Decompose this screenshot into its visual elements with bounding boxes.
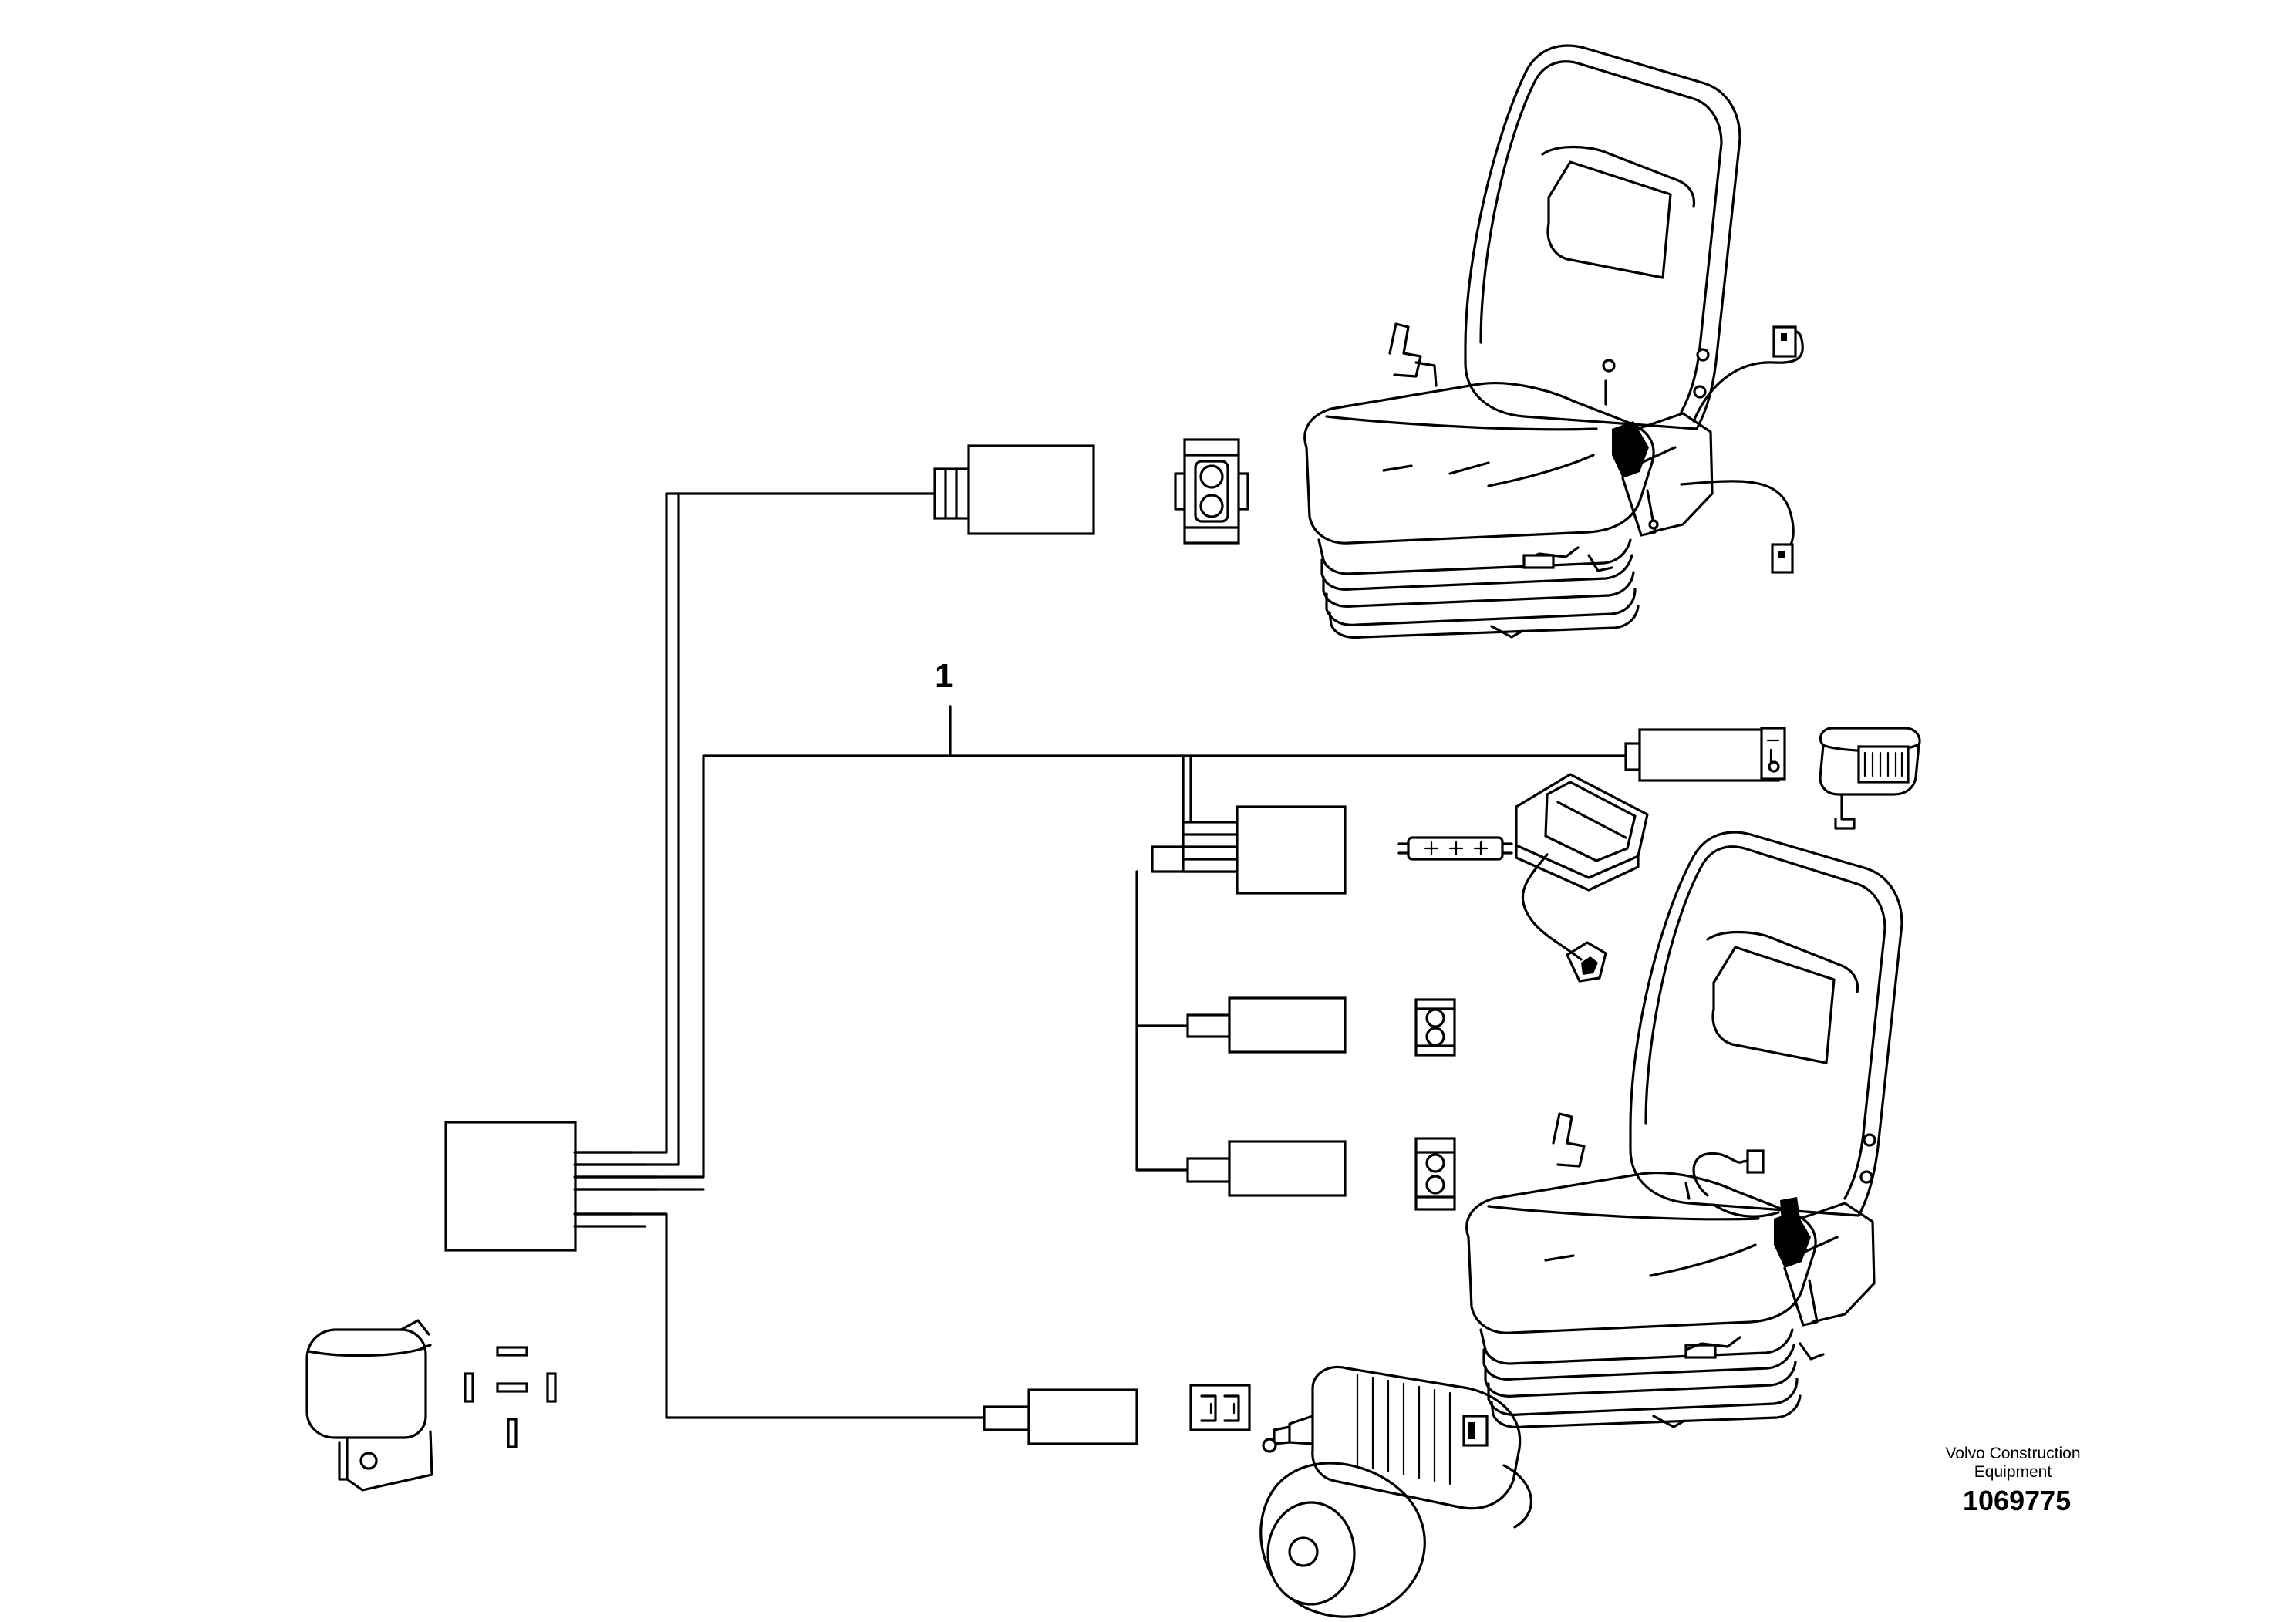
two-pin-plug-middle-2 [1414, 998, 1456, 1057]
upper-seat-illustration [1303, 44, 1804, 639]
wiper-motor-illustration [1259, 1365, 1532, 1618]
switch-connector-middle [1182, 805, 1347, 895]
wiper-motor-connector [983, 1388, 1138, 1445]
two-pin-plug-top [1174, 438, 1249, 545]
brand-line-2: Equipment [1974, 1463, 2052, 1481]
seat-heater-connector-top [933, 444, 1095, 535]
control-unit-box [444, 1121, 659, 1252]
wiper-motor-plug [1189, 1384, 1251, 1431]
three-pin-plug [1397, 836, 1513, 861]
lower-seat-illustration [1465, 831, 1903, 1429]
connector-middle-2 [1186, 996, 1347, 1054]
callout-number-1: 1 [935, 657, 954, 695]
foot-switch-illustration [1515, 773, 1649, 983]
relay-pin-layout [464, 1346, 557, 1448]
connector-middle-3 [1186, 1140, 1347, 1197]
switch-plug-right [1760, 727, 1786, 781]
brand-label: Volvo Construction Equipment [1897, 1445, 2129, 1482]
rocker-switch-illustration [1819, 727, 1921, 830]
drawing-number: 1069775 [1963, 1485, 2072, 1516]
switch-connector-right [1624, 728, 1780, 782]
two-pin-plug-middle-3 [1414, 1137, 1456, 1211]
brand-line-1: Volvo Construction [1945, 1445, 2081, 1462]
relay-illustration [305, 1319, 433, 1492]
